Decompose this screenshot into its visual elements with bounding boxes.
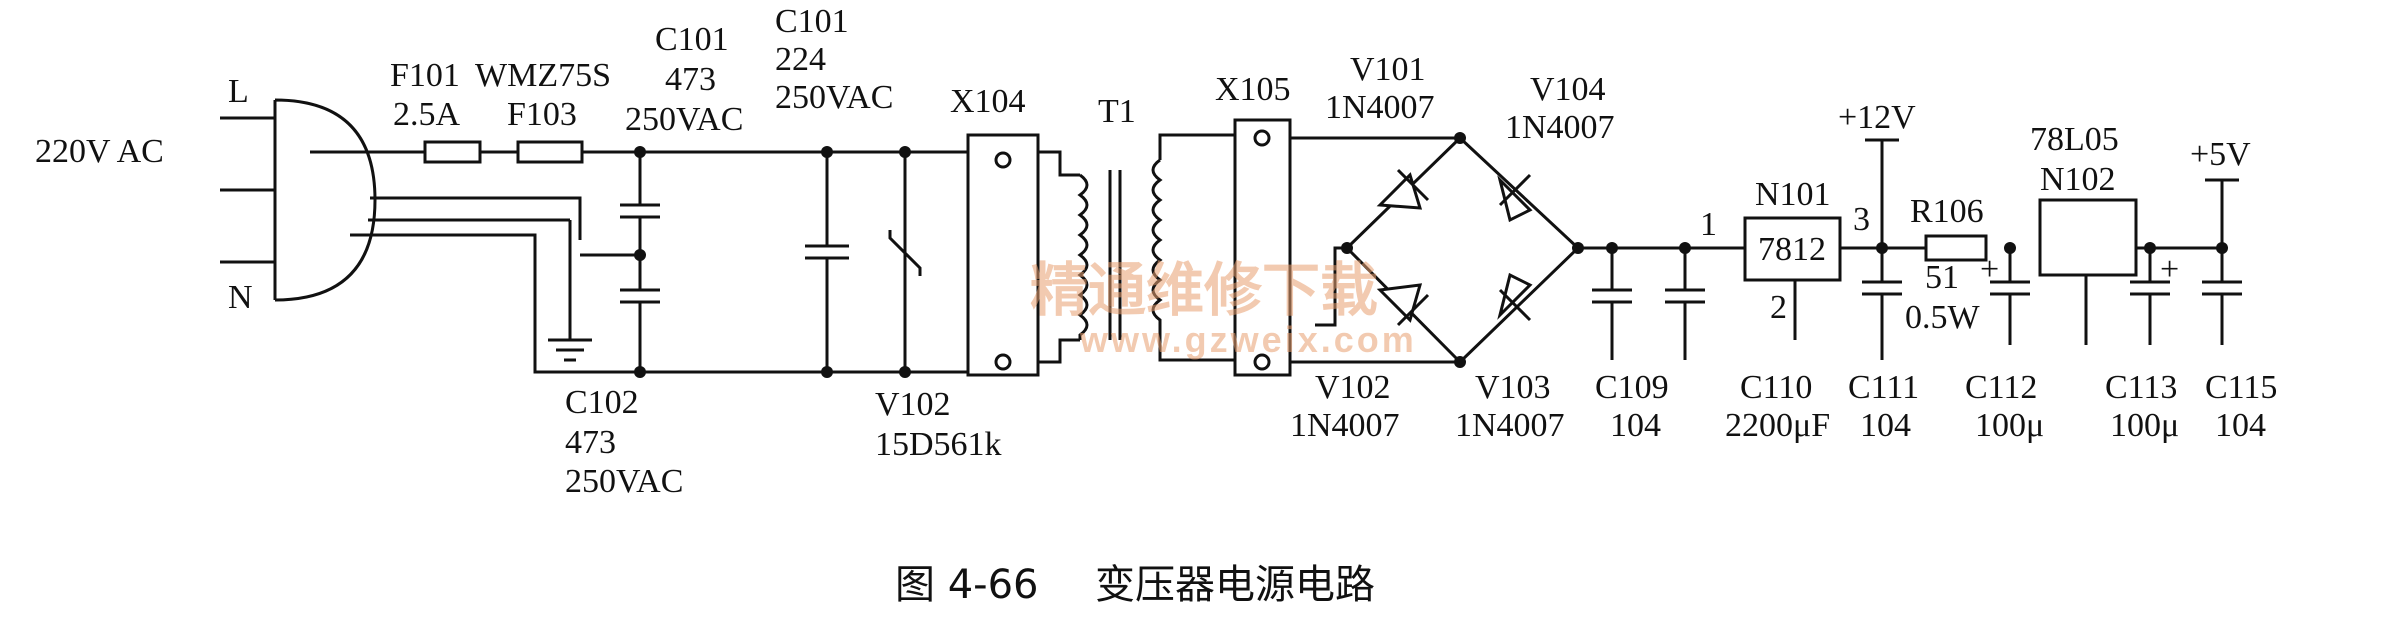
- label-plus-12v: +12V: [1838, 99, 1916, 136]
- label-plus-c113: +: [2160, 251, 2179, 288]
- label-c112: C112: [1965, 369, 2037, 406]
- label-c111-value: 104: [1860, 407, 1911, 444]
- fuse-f103: [516, 140, 584, 164]
- label-c115: C115: [2205, 369, 2277, 406]
- figure-title: 变压器电源电路: [1095, 562, 1375, 608]
- label-plus-5v: +5V: [2190, 136, 2251, 173]
- label-c101a-value: 473: [665, 61, 716, 98]
- label-t1: T1: [1098, 93, 1136, 130]
- label-r106: R106: [1910, 193, 1984, 230]
- ac-plug: [220, 98, 377, 302]
- label-line: L: [228, 73, 249, 110]
- label-r106-power: 0.5W: [1905, 299, 1981, 336]
- watermark-text: 精通维修下载: [1030, 256, 1378, 324]
- label-node-1: 1: [1700, 206, 1717, 243]
- regulator-7812-box: [1743, 216, 1842, 282]
- figure-number: 图 4-66: [895, 562, 1039, 608]
- label-v101: V101: [1350, 51, 1426, 88]
- label-c102: C102: [565, 384, 639, 421]
- label-r106-value: 51: [1925, 259, 1959, 296]
- capacitor-plates: [620, 203, 2242, 304]
- transformer-t1: [1077, 158, 1163, 340]
- label-f103: F103: [507, 96, 577, 133]
- label-c101a-voltage: 250VAC: [625, 101, 743, 138]
- junction-dots: [634, 132, 2228, 378]
- label-pin-3: 3: [1853, 201, 1870, 238]
- label-c111: C111: [1848, 369, 1919, 406]
- bridge-diodes: [1376, 168, 1533, 327]
- fuse-f101: [423, 140, 482, 164]
- label-f101: F101: [390, 57, 460, 94]
- label-c109: C109: [1595, 369, 1669, 406]
- ground-symbol: [548, 338, 592, 362]
- label-varistor-part: 15D561k: [875, 426, 1002, 463]
- label-v102-part: 1N4007: [1290, 407, 1400, 444]
- label-v103-part: 1N4007: [1455, 407, 1565, 444]
- label-c101a: C101: [655, 21, 729, 58]
- label-c101b-value: 224: [775, 41, 826, 78]
- label-78l05: 78L05: [2030, 121, 2119, 158]
- label-input-voltage: 220V AC: [35, 133, 164, 170]
- label-v104-part: 1N4007: [1505, 109, 1615, 146]
- label-n101: N101: [1755, 176, 1831, 213]
- label-c101b-voltage: 250VAC: [775, 79, 893, 116]
- label-c113-value: 100μ: [2110, 407, 2179, 444]
- label-c115-value: 104: [2215, 407, 2266, 444]
- label-n102: N102: [2040, 161, 2116, 198]
- label-varistor-v102: V102: [875, 386, 951, 423]
- label-c113: C113: [2105, 369, 2177, 406]
- label-pin-2: 2: [1770, 289, 1787, 326]
- label-reg-7812: 7812: [1758, 231, 1826, 268]
- label-neutral: N: [228, 279, 253, 316]
- label-c112-value: 100μ: [1975, 407, 2044, 444]
- wiring: [310, 133, 2239, 374]
- label-wmz75s: WMZ75S: [475, 57, 611, 94]
- label-v104: V104: [1530, 71, 1606, 108]
- label-x105: X105: [1215, 71, 1291, 108]
- connector-x104: [966, 133, 1040, 377]
- regulator-78l05-box: [2038, 198, 2138, 277]
- watermark-url: www.gzweix.com: [1079, 319, 1417, 360]
- resistor-r106-box: [1924, 234, 1988, 262]
- connector-x105: [1233, 118, 1292, 377]
- label-c109-value: 104: [1610, 407, 1661, 444]
- label-c102-voltage: 250VAC: [565, 463, 683, 500]
- label-v103: V103: [1475, 369, 1551, 406]
- label-c102-value: 473: [565, 424, 616, 461]
- label-c110: C110: [1740, 369, 1812, 406]
- label-x104: X104: [950, 83, 1026, 120]
- label-v102: V102: [1315, 369, 1391, 406]
- label-v101-part: 1N4007: [1325, 89, 1435, 126]
- label-plus-c112: +: [1980, 251, 1999, 288]
- varistor-v102: [888, 230, 922, 276]
- label-f101-rating: 2.5A: [393, 96, 461, 133]
- label-c110-value: 2200μF: [1725, 407, 1830, 444]
- label-c101b: C101: [775, 3, 849, 40]
